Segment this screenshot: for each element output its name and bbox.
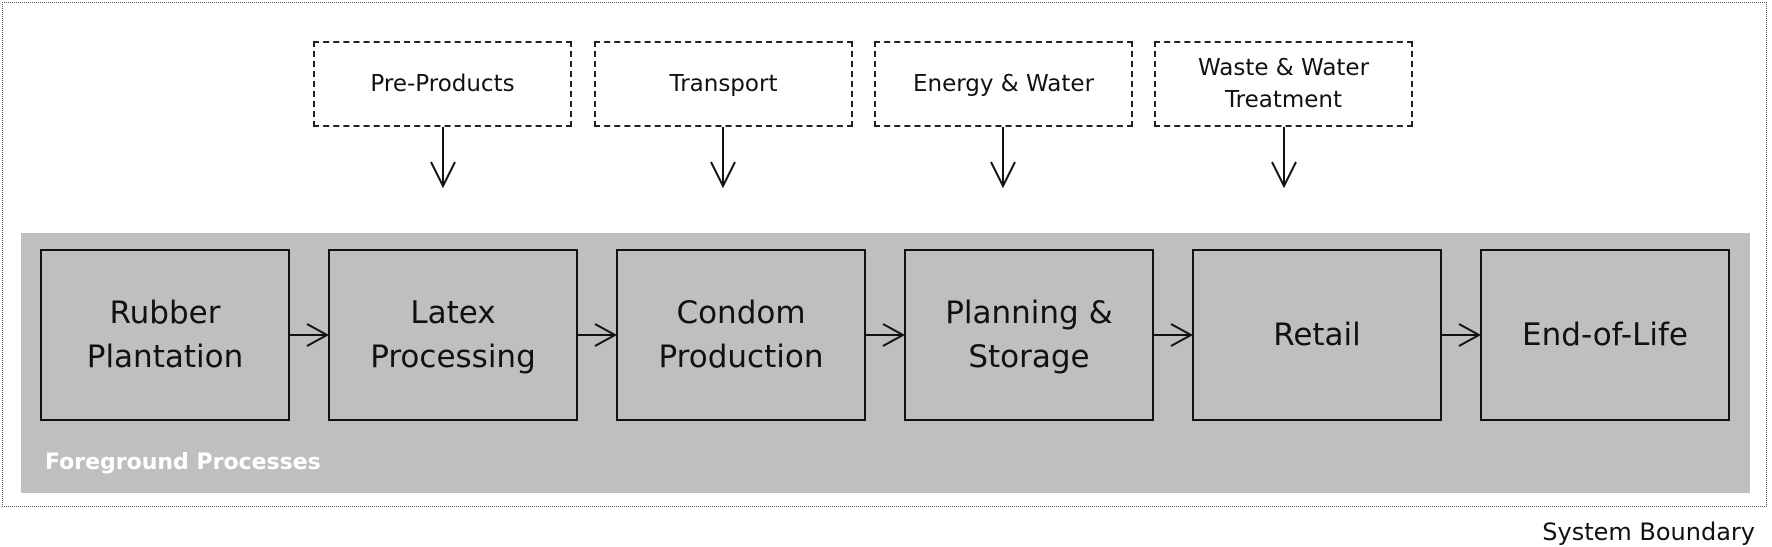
input-transport: Transport: [594, 41, 853, 127]
input-pre-products: Pre-Products: [313, 41, 572, 127]
arrow-rubber-plantation-to-latex-processing: [290, 323, 330, 347]
input-energy-water: Energy & Water: [874, 41, 1133, 127]
system-boundary: [2, 2, 1767, 507]
arrow-energy-water-to-planning-storage: [990, 127, 1016, 189]
foreground-processes-panel: [21, 233, 1750, 493]
process-latex-processing: Latex Processing: [328, 249, 578, 421]
arrow-retail-to-end-of-life: [1442, 323, 1482, 347]
arrow-pre-products-to-latex-processing: [430, 127, 456, 189]
foreground-processes-label: Foreground Processes: [45, 450, 321, 475]
process-end-of-life: End-of-Life: [1480, 249, 1730, 421]
arrow-planning-storage-to-retail: [1154, 323, 1194, 347]
system-boundary-label: System Boundary: [1542, 518, 1755, 546]
process-condom-production: Condom Production: [616, 249, 866, 421]
arrow-latex-processing-to-condom-production: [578, 323, 618, 347]
arrow-waste-water-to-retail: [1271, 127, 1297, 189]
process-planning-storage: Planning & Storage: [904, 249, 1154, 421]
arrow-transport-to-condom-production: [710, 127, 736, 189]
process-rubber-plantation: Rubber Plantation: [40, 249, 290, 421]
input-waste-water-treatment: Waste & Water Treatment: [1154, 41, 1413, 127]
arrow-condom-production-to-planning-storage: [866, 323, 906, 347]
process-retail: Retail: [1192, 249, 1442, 421]
